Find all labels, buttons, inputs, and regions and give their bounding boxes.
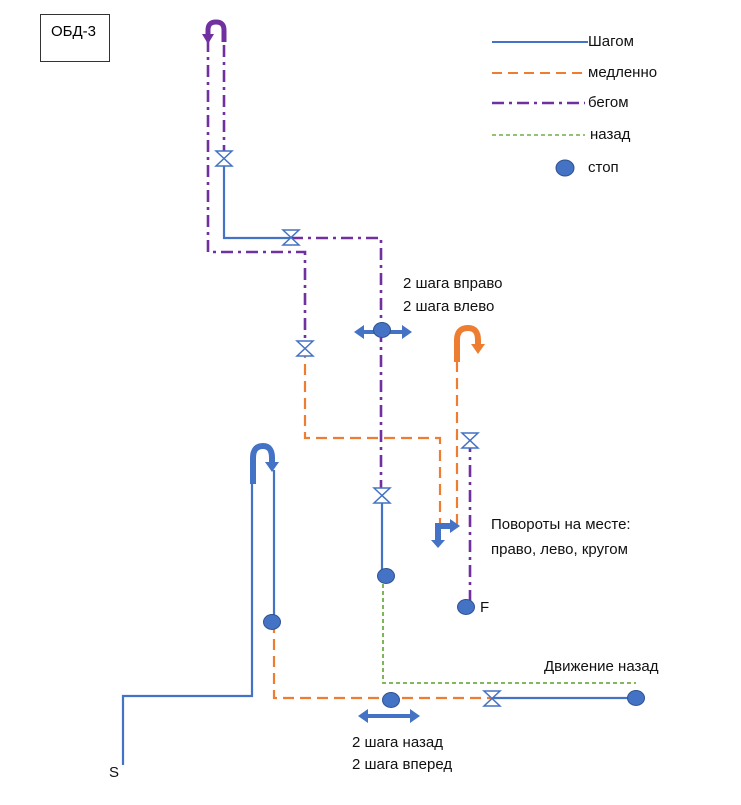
- uturn-orange-arrow: [454, 324, 485, 362]
- hourglass-marker: [281, 229, 301, 246]
- diagram-title: ОБД-3: [51, 23, 97, 40]
- stop-dot: [377, 568, 395, 584]
- slow-middle-segment: [303, 347, 442, 525]
- run-cross-segment: [291, 236, 383, 330]
- back-segment: [382, 577, 636, 684]
- walk-path-segments: [121, 160, 636, 765]
- hourglass-markers: [214, 150, 502, 707]
- side-steps-right-label: 2 шага вправо: [403, 275, 503, 292]
- legend-stop-label: стоп: [588, 159, 619, 176]
- stop-dot: [263, 614, 281, 630]
- back-forward-double-arrow: [358, 709, 420, 723]
- hourglass-marker: [295, 340, 315, 357]
- backward-movement-label: Движение назад: [544, 658, 659, 675]
- stop-dot: [457, 599, 475, 615]
- legend-walk-label: Шагом: [588, 33, 634, 50]
- legend-slow-label: медленно: [588, 64, 658, 81]
- uturn-purple-arrow: [202, 19, 227, 44]
- back-steps-label: 2 шага назад: [352, 734, 443, 751]
- run-top-left-segment: [206, 40, 307, 347]
- legend-back-label: назад: [590, 126, 631, 143]
- legend: [492, 41, 588, 177]
- forward-steps-label: 2 шага вперед: [352, 756, 453, 773]
- run-path-segments: [206, 40, 472, 607]
- stop-dot: [627, 690, 645, 706]
- hourglass-marker: [460, 432, 480, 449]
- side-steps-left-label: 2 шага влево: [403, 298, 495, 315]
- turns-list-label: право, лево, кругом: [491, 541, 628, 558]
- walk-top-segment: [222, 160, 291, 240]
- diagram-title-box: ОБД-3: [40, 14, 110, 62]
- stop-dot: [382, 692, 400, 708]
- stop-dots: [263, 322, 645, 708]
- finish-marker-label: F: [480, 599, 490, 616]
- legend-stop-dot: [555, 159, 575, 177]
- legend-run-label: бегом: [588, 94, 629, 111]
- turn-in-place-arrow: [431, 519, 460, 548]
- back-path-segments: [382, 577, 636, 684]
- hourglass-marker: [482, 690, 502, 707]
- uturn-blue-arrow: [250, 442, 279, 484]
- walk-start-segment: [121, 470, 254, 765]
- hourglass-marker: [372, 487, 392, 504]
- hourglass-marker: [214, 150, 234, 167]
- start-marker-label: S: [109, 764, 120, 781]
- stop-dot: [373, 322, 391, 338]
- turns-heading-label: Повороты на месте:: [491, 516, 631, 533]
- slow-bottom-segment: [272, 622, 492, 700]
- slow-path-segments: [272, 347, 492, 700]
